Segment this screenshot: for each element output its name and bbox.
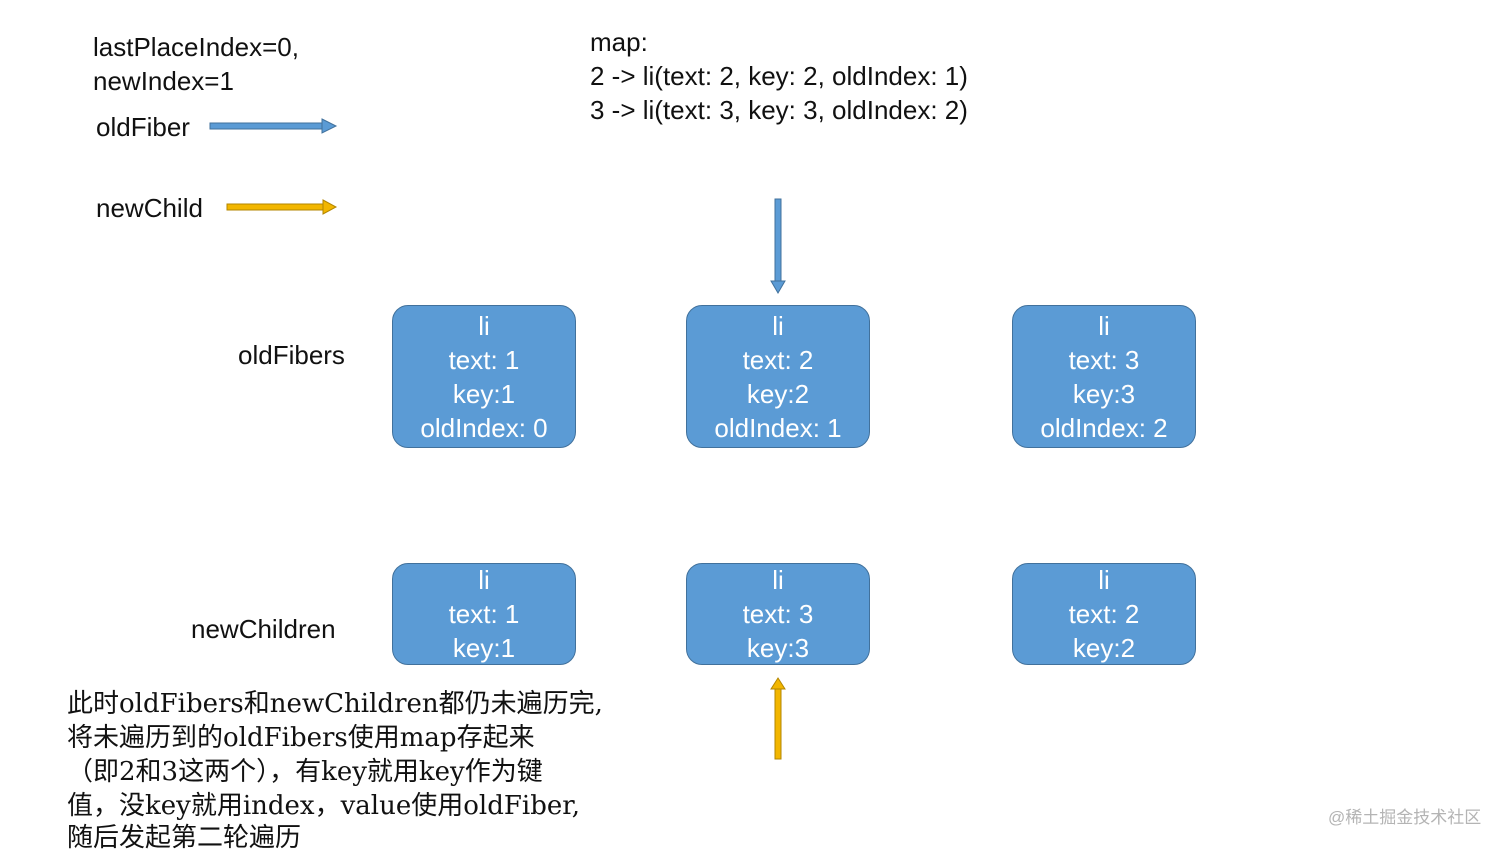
new-child-node: li text: 2 key:2 bbox=[1012, 563, 1196, 665]
node-key: key:1 bbox=[452, 633, 516, 663]
node-old-index: oldIndex: 1 bbox=[714, 412, 842, 443]
node-old-index: oldIndex: 0 bbox=[420, 412, 548, 443]
node-tag: li bbox=[478, 310, 490, 341]
new-index-text: newIndex=1 bbox=[93, 66, 234, 96]
map-entry: 2 -> li(text: 2, key: 2, oldIndex: 1) bbox=[590, 61, 968, 91]
node-key: key:1 bbox=[452, 378, 516, 409]
node-key: key:2 bbox=[1072, 633, 1136, 663]
old-fiber-node: li text: 1 key:1 oldIndex: 0 bbox=[392, 305, 576, 448]
node-tag: li bbox=[1098, 310, 1110, 341]
note-line: 随后发起第二轮遍历 bbox=[67, 823, 302, 853]
node-key: key:3 bbox=[746, 633, 810, 663]
node-text: text: 3 bbox=[1068, 344, 1140, 375]
note-line: 将未遍历到的oldFibers使用map存起来 bbox=[67, 723, 535, 753]
node-text: text: 1 bbox=[448, 599, 520, 629]
map-entry: 3 -> li(text: 3, key: 3, oldIndex: 2) bbox=[590, 95, 968, 125]
node-tag: li bbox=[1098, 565, 1110, 595]
legend-new-child-label: newChild bbox=[96, 193, 203, 223]
map-title: map: bbox=[590, 27, 648, 57]
node-key: key:2 bbox=[746, 378, 810, 409]
node-text: text: 1 bbox=[448, 344, 520, 375]
new-children-label: newChildren bbox=[191, 614, 336, 644]
node-text: text: 2 bbox=[742, 344, 814, 375]
note-line: （即2和3这两个），有key就用key作为键 bbox=[67, 757, 543, 787]
node-old-index: oldIndex: 2 bbox=[1040, 412, 1168, 443]
last-place-index-text: lastPlaceIndex=0, bbox=[93, 32, 299, 62]
legend-old-fiber-label: oldFiber bbox=[96, 112, 190, 142]
old-fibers-label: oldFibers bbox=[238, 340, 345, 370]
old-fiber-node: li text: 2 key:2 oldIndex: 1 bbox=[686, 305, 870, 448]
node-tag: li bbox=[478, 565, 490, 595]
note-line: 值，没key就用index，value使用oldFiber, bbox=[67, 791, 581, 821]
new-child-node: li text: 1 key:1 bbox=[392, 563, 576, 665]
node-text: text: 3 bbox=[742, 599, 814, 629]
node-key: key:3 bbox=[1072, 378, 1136, 409]
old-fiber-pointer-arrow-icon bbox=[770, 198, 786, 294]
node-text: text: 2 bbox=[1068, 599, 1140, 629]
legend-old-fiber-arrow-icon bbox=[209, 118, 338, 134]
new-child-node: li text: 3 key:3 bbox=[686, 563, 870, 665]
node-tag: li bbox=[772, 565, 784, 595]
watermark: @稀土掘金技术社区 bbox=[1328, 808, 1482, 827]
old-fiber-node: li text: 3 key:3 oldIndex: 2 bbox=[1012, 305, 1196, 448]
legend-new-child-arrow-icon bbox=[226, 199, 338, 215]
note-line: 此时oldFibers和newChildren都仍未遍历完, bbox=[67, 689, 603, 719]
new-child-pointer-arrow-icon bbox=[770, 677, 786, 760]
node-tag: li bbox=[772, 310, 784, 341]
